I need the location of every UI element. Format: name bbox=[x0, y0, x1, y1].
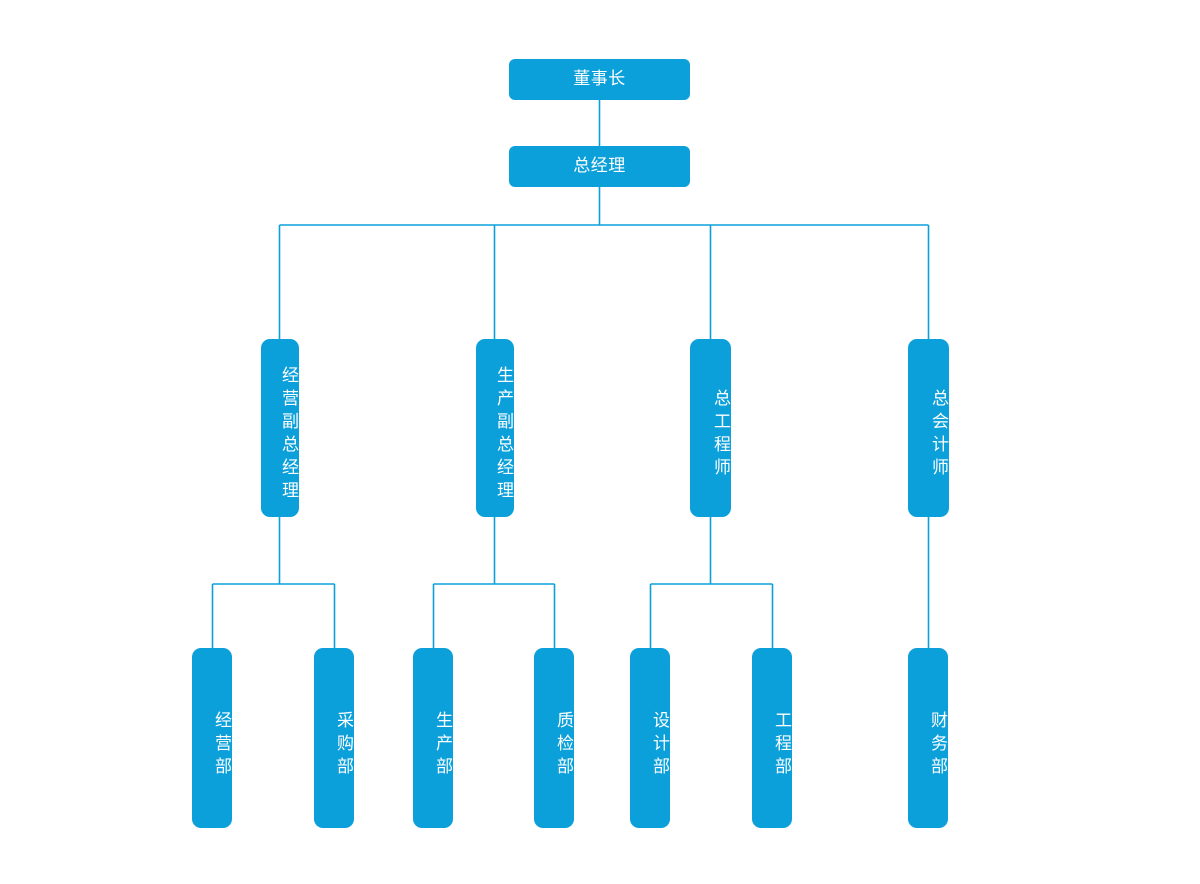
node-chief-accountant[interactable]: 总会计师 bbox=[908, 339, 949, 517]
node-vp-operations-label: 经营副总经理 bbox=[279, 366, 298, 504]
node-general-manager-label: 总经理 bbox=[573, 156, 626, 176]
node-chairman-label: 董事长 bbox=[573, 69, 626, 89]
node-dept-purchasing[interactable]: 采购部 bbox=[314, 648, 354, 828]
node-dept-finance-label: 财务部 bbox=[928, 710, 947, 780]
node-dept-design[interactable]: 设计部 bbox=[630, 648, 670, 828]
node-chief-engineer[interactable]: 总工程师 bbox=[690, 339, 731, 517]
node-dept-quality[interactable]: 质检部 bbox=[534, 648, 574, 828]
node-dept-operations[interactable]: 经营部 bbox=[192, 648, 232, 828]
node-chief-engineer-label: 总工程师 bbox=[711, 389, 730, 481]
node-chief-accountant-label: 总会计师 bbox=[929, 389, 948, 481]
node-dept-finance[interactable]: 财务部 bbox=[908, 648, 948, 828]
node-dept-engineering[interactable]: 工程部 bbox=[752, 648, 792, 828]
node-vp-operations[interactable]: 经营副总经理 bbox=[261, 339, 299, 517]
node-vp-production-label: 生产副总经理 bbox=[494, 366, 513, 504]
node-dept-production[interactable]: 生产部 bbox=[413, 648, 453, 828]
node-dept-operations-label: 经营部 bbox=[212, 710, 231, 780]
node-dept-purchasing-label: 采购部 bbox=[334, 710, 353, 780]
node-dept-design-label: 设计部 bbox=[650, 710, 669, 780]
node-vp-production[interactable]: 生产副总经理 bbox=[476, 339, 514, 517]
node-dept-quality-label: 质检部 bbox=[554, 710, 573, 780]
node-dept-engineering-label: 工程部 bbox=[772, 710, 791, 780]
node-general-manager[interactable]: 总经理 bbox=[509, 146, 690, 187]
node-dept-production-label: 生产部 bbox=[433, 710, 452, 780]
node-chairman[interactable]: 董事长 bbox=[509, 59, 690, 100]
